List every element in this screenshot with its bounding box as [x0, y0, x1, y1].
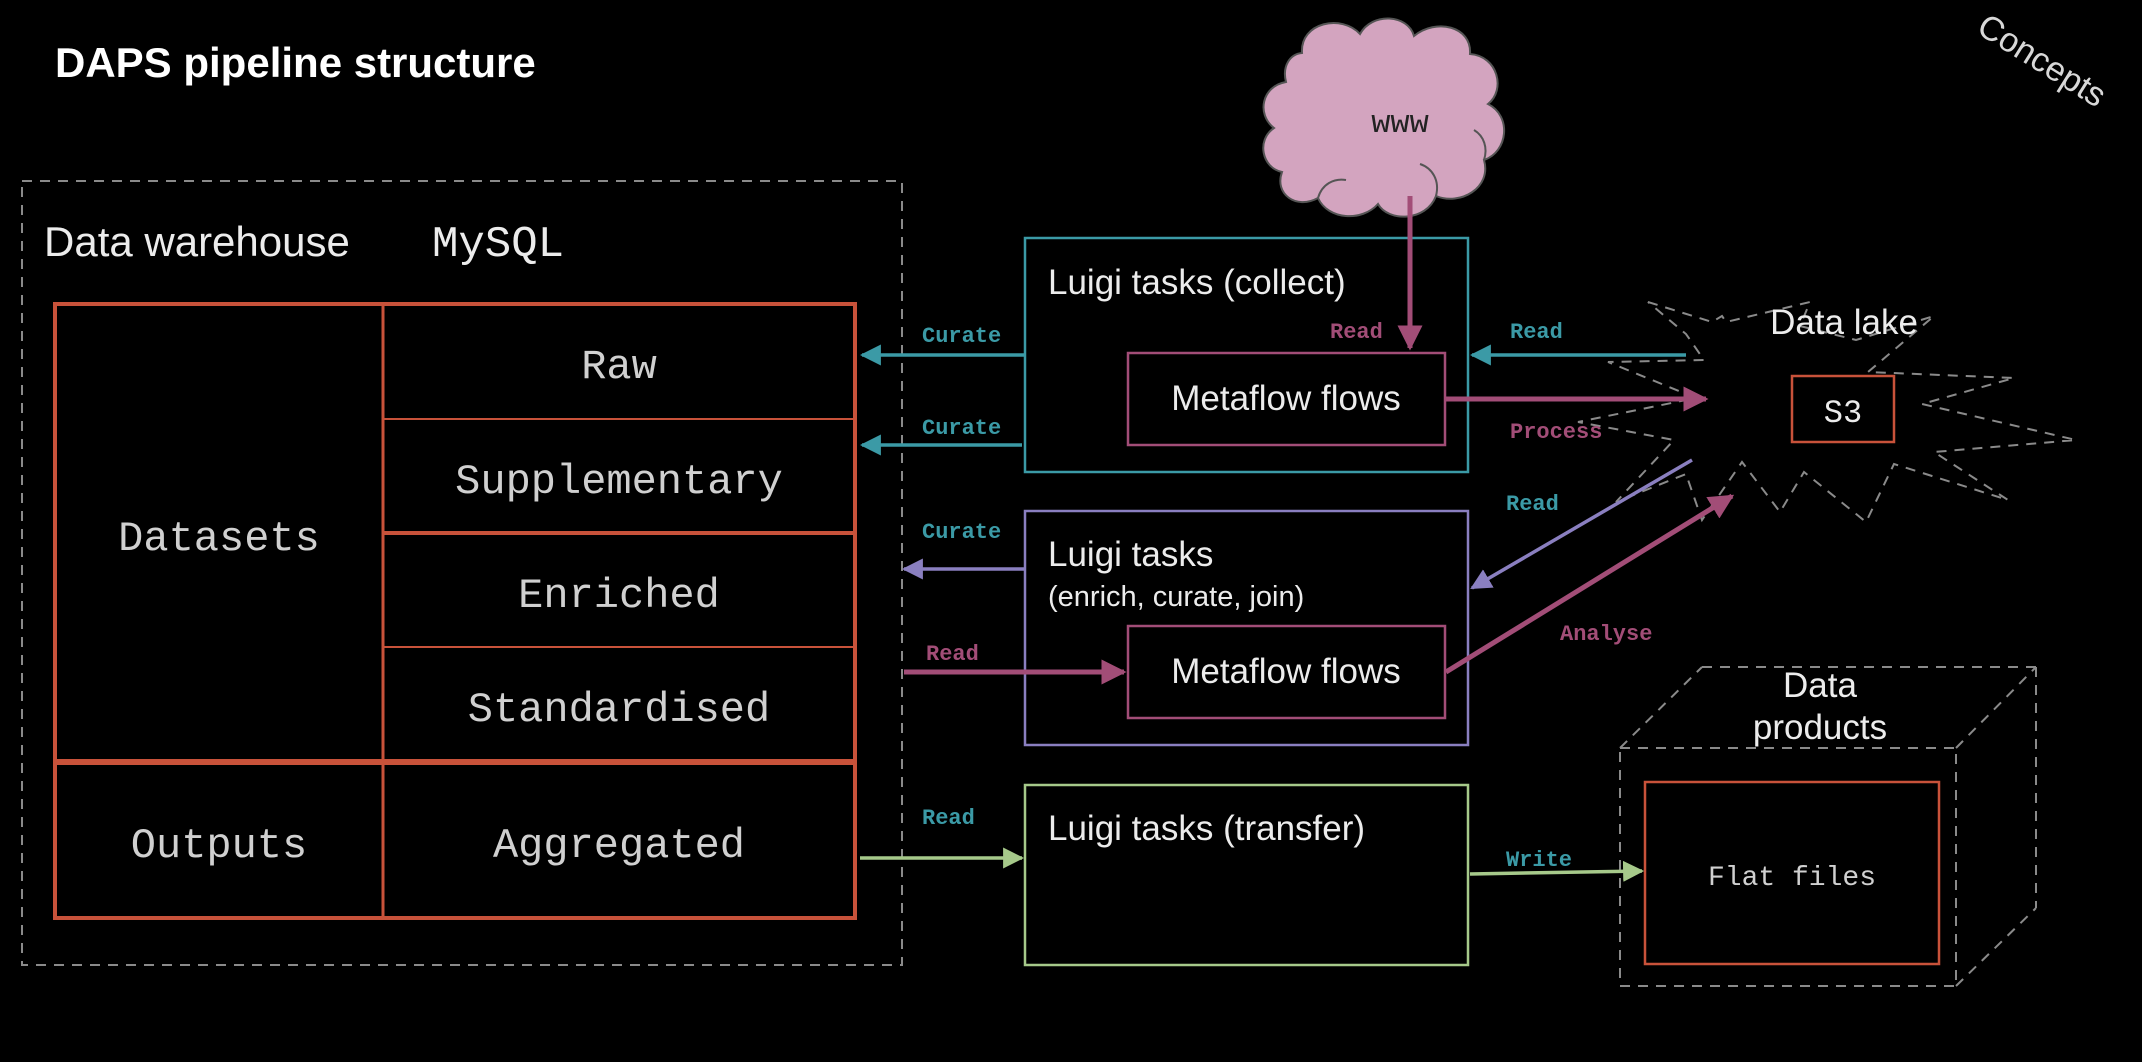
www-cloud-icon	[1262, 17, 1505, 218]
data-products-label-line1: Data	[1783, 666, 1857, 705]
arrow-read-lake-collect-label: Read	[1510, 320, 1563, 345]
luigi-collect-box	[1023, 236, 1470, 474]
arrow-process-label: Process	[1510, 420, 1602, 445]
diagram-title: DAPS pipeline structure	[55, 39, 536, 86]
www-label: www	[1371, 105, 1429, 142]
luigi-transfer-label: Luigi tasks (transfer)	[1048, 809, 1365, 848]
layer-raw: Raw	[581, 343, 657, 391]
data-lake-label: Data lake	[1770, 303, 1918, 342]
concepts-label: Concepts	[1971, 7, 2113, 115]
arrow-write	[1469, 860, 1645, 882]
luigi-enrich-sublabel: (enrich, curate, join)	[1048, 581, 1304, 613]
arrow-read-aggregated-label: Read	[922, 806, 975, 831]
flat-files-label: Flat files	[1708, 863, 1876, 894]
arrow-analyse-label: Analyse	[1560, 622, 1652, 647]
arrow-read-www-label: Read	[1330, 320, 1383, 345]
layer-aggregated: Aggregated	[493, 822, 745, 870]
layer-standardised: Standardised	[468, 686, 770, 734]
datasets-label: Datasets	[118, 515, 320, 563]
luigi-enrich-label: Luigi tasks	[1048, 535, 1213, 574]
arrow-read-warehouse-label: Read	[926, 642, 979, 667]
arrow-write-label: Write	[1506, 848, 1572, 873]
luigi-enrich-box	[1023, 509, 1470, 747]
outputs-label: Outputs	[131, 822, 307, 870]
data-lake-burst	[1577, 300, 2077, 524]
metaflow-enrich-label: Metaflow flows	[1171, 652, 1401, 691]
metaflow-enrich-box	[1126, 624, 1447, 720]
luigi-transfer-box	[1023, 783, 1470, 967]
arrow-read-lake-enrich-label: Read	[1506, 492, 1559, 517]
s3-label: S3	[1824, 395, 1862, 432]
data-products-label-line2: products	[1753, 708, 1887, 747]
data-products-cube	[1619, 666, 2037, 987]
warehouse-tech: MySQL	[432, 220, 564, 270]
warehouse-container	[21, 180, 903, 966]
layer-supplementary: Supplementary	[455, 458, 783, 506]
arrow-curate-enrich-label: Curate	[922, 520, 1001, 545]
arrow-analyse	[1444, 493, 1735, 675]
arrow-curate-raw-label: Curate	[922, 324, 1001, 349]
metaflow-collect-label: Metaflow flows	[1171, 379, 1401, 418]
s3-box	[1790, 374, 1896, 444]
arrow-read-lake-enrich	[1470, 458, 1693, 590]
luigi-collect-label: Luigi tasks (collect)	[1048, 263, 1346, 302]
arrow-curate-supp-label: Curate	[922, 416, 1001, 441]
metaflow-collect-box	[1126, 351, 1447, 447]
flat-files-box	[1643, 780, 1941, 966]
warehouse-grid	[53, 302, 857, 920]
warehouse-label: Data warehouse	[44, 218, 350, 265]
layer-enriched: Enriched	[518, 572, 720, 620]
